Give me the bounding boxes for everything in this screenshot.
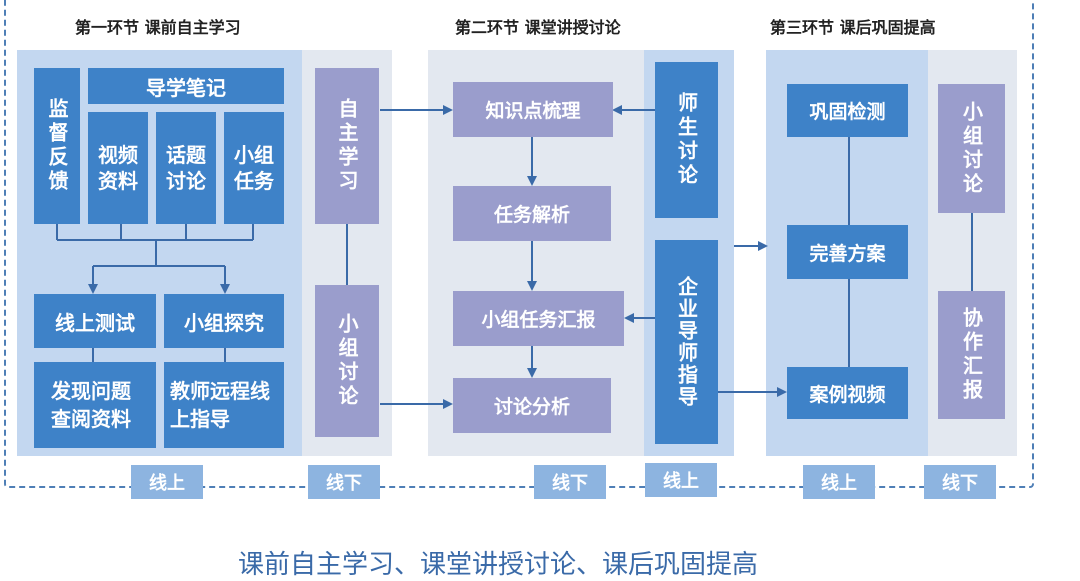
tag-online-3: 线上 [803, 465, 875, 499]
box-self-study: 自主学习 [315, 68, 379, 224]
box-knowledge-sorting: 知识点梳理 [453, 82, 613, 137]
label-teacher-remote: 教师远程线上指导 [170, 379, 270, 431]
label-topic-discussion: 话题讨论 [166, 143, 206, 193]
box-teacher-remote: 教师远程线上指导 [164, 362, 284, 448]
tag-offline-1: 线下 [308, 465, 380, 499]
section-title-1: 第一环节 课前自主学习 [75, 18, 241, 37]
label-video-material: 视频资料 [98, 143, 138, 193]
box-task-analysis: 任务解析 [453, 186, 611, 241]
box-guide-notes: 导学笔记 [88, 68, 284, 104]
label-find-problem: 发现问题查阅资料 [51, 379, 131, 431]
box-improve-plan: 完善方案 [787, 225, 908, 279]
tag-online-1: 线上 [131, 465, 203, 499]
box-collaborative-report: 协作汇报 [938, 291, 1005, 419]
box-group-discuss-1: 小组讨论 [315, 285, 379, 437]
box-find-problem: 发现问题查阅资料 [34, 362, 156, 448]
label-group-task: 小组任务 [234, 143, 274, 193]
tag-offline-3: 线下 [924, 465, 996, 499]
box-group-discuss-3: 小组讨论 [938, 84, 1005, 213]
diagram-caption: 课前自主学习、课堂讲授讨论、课后巩固提高 [238, 550, 759, 580]
section-title-3: 第三环节 课后巩固提高 [770, 18, 936, 37]
outer-dashed-frame [4, 0, 1034, 488]
section-title-2: 第二环节 课堂讲授讨论 [455, 18, 621, 37]
tag-online-2: 线上 [645, 463, 717, 497]
tag-offline-2: 线下 [534, 465, 606, 499]
box-group-explore: 小组探究 [164, 294, 284, 348]
box-discussion-analysis: 讨论分析 [453, 378, 611, 433]
box-teacher-student-discussion: 师生讨论 [655, 62, 718, 218]
box-case-video: 案例视频 [787, 367, 908, 419]
box-enterprise-mentor: 企业导师指导 [655, 240, 718, 444]
box-consolidation-check: 巩固检测 [787, 84, 908, 137]
box-video-material: 视频资料 [88, 112, 148, 224]
box-topic-discussion: 话题讨论 [156, 112, 216, 224]
box-group-task: 小组任务 [224, 112, 284, 224]
box-supervise-feedback: 监督反馈 [34, 68, 80, 224]
box-group-task-report: 小组任务汇报 [453, 291, 624, 346]
box-online-test: 线上测试 [34, 294, 156, 348]
